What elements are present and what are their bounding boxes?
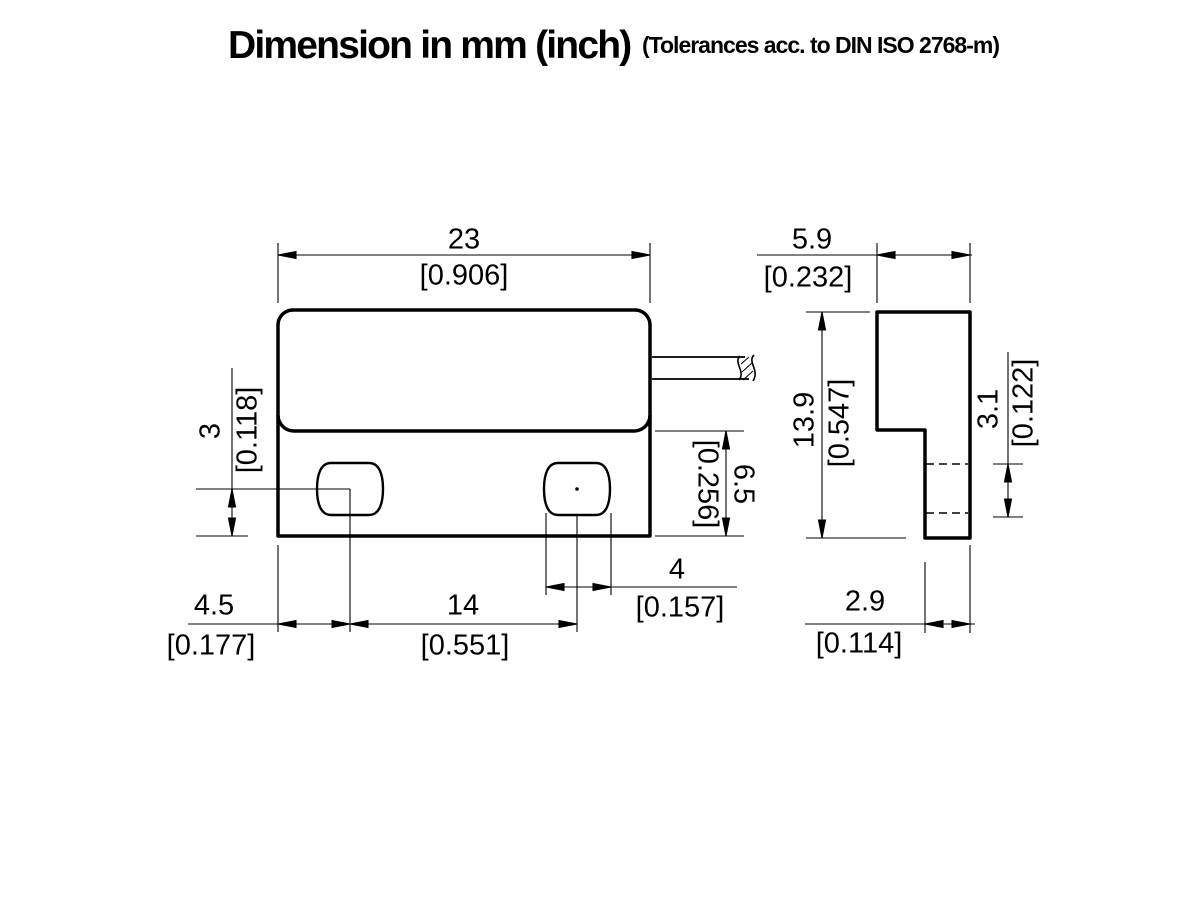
side-view bbox=[875, 310, 972, 540]
dim-hole-spacing-inch-label: [0.551] bbox=[420, 629, 510, 662]
dimension-linework bbox=[188, 243, 1023, 633]
dim-front-width-mm-label: 23 bbox=[447, 223, 481, 256]
dim-edge-to-hole-inch-label: [0.177] bbox=[166, 629, 256, 662]
front-view bbox=[196, 308, 756, 632]
dim-leg-depth-inch-label: [0.114] bbox=[815, 627, 903, 660]
dim-side-depth-mm-label: 5.9 bbox=[791, 223, 833, 256]
side-hidden-lines bbox=[926, 463, 968, 514]
cable bbox=[652, 354, 756, 382]
dim-hole-width-inch-label: [0.157] bbox=[635, 591, 725, 624]
dim-lower-section-lines bbox=[655, 430, 744, 537]
dim-leg-depth-lines bbox=[805, 545, 975, 633]
dim-front-width-lines bbox=[277, 243, 651, 303]
cable-break-line bbox=[737, 355, 742, 381]
cable-end-cap bbox=[751, 354, 756, 382]
dim-hole-width-mm-label: 4 bbox=[668, 553, 686, 586]
dim-side-hole-depth-inch-label: [0.122] bbox=[1007, 358, 1040, 448]
front-center-lines bbox=[196, 488, 578, 632]
dim-front-width-inch-label: [0.906] bbox=[419, 259, 509, 292]
dim-side-height-mm-label: 13.9 bbox=[788, 391, 821, 449]
dim-hole-center-to-bottom-lines bbox=[196, 368, 248, 537]
dim-edge-to-hole-mm-label: 4.5 bbox=[193, 589, 235, 622]
dim-bottom-chain-lines bbox=[188, 545, 578, 632]
dim-leg-depth-mm-label: 2.9 bbox=[844, 585, 886, 618]
dim-side-hole-depth-mm-label: 3.1 bbox=[972, 388, 1005, 430]
dim-side-height-lines bbox=[806, 311, 906, 539]
dim-hole-center-to-bottom-mm-label: 3 bbox=[194, 422, 227, 440]
dim-side-hole-depth-lines bbox=[993, 352, 1023, 518]
dim-hole-spacing-mm-label: 14 bbox=[446, 589, 480, 622]
side-profile-outline bbox=[875, 310, 972, 540]
tolerance-note: (Tolerances acc. to DIN ISO 2768-m) bbox=[642, 32, 1000, 58]
dim-lower-section-mm-label: 6.5 bbox=[727, 463, 760, 505]
dim-hole-center-to-bottom-inch-label: [0.118] bbox=[231, 386, 264, 474]
front-cover-divider bbox=[276, 414, 652, 433]
dim-hole-width-lines bbox=[545, 513, 737, 595]
dim-side-depth-inch-label: [0.232] bbox=[763, 261, 853, 294]
dim-side-depth-lines bbox=[757, 243, 972, 303]
cable-break-hatching bbox=[740, 356, 754, 381]
page-title: Dimension in mm (inch) bbox=[228, 24, 632, 67]
hole-right-center-dot bbox=[575, 487, 579, 491]
dim-side-height-inch-label: [0.547] bbox=[823, 378, 856, 468]
dim-lower-section-inch-label: [0.256] bbox=[691, 439, 724, 529]
